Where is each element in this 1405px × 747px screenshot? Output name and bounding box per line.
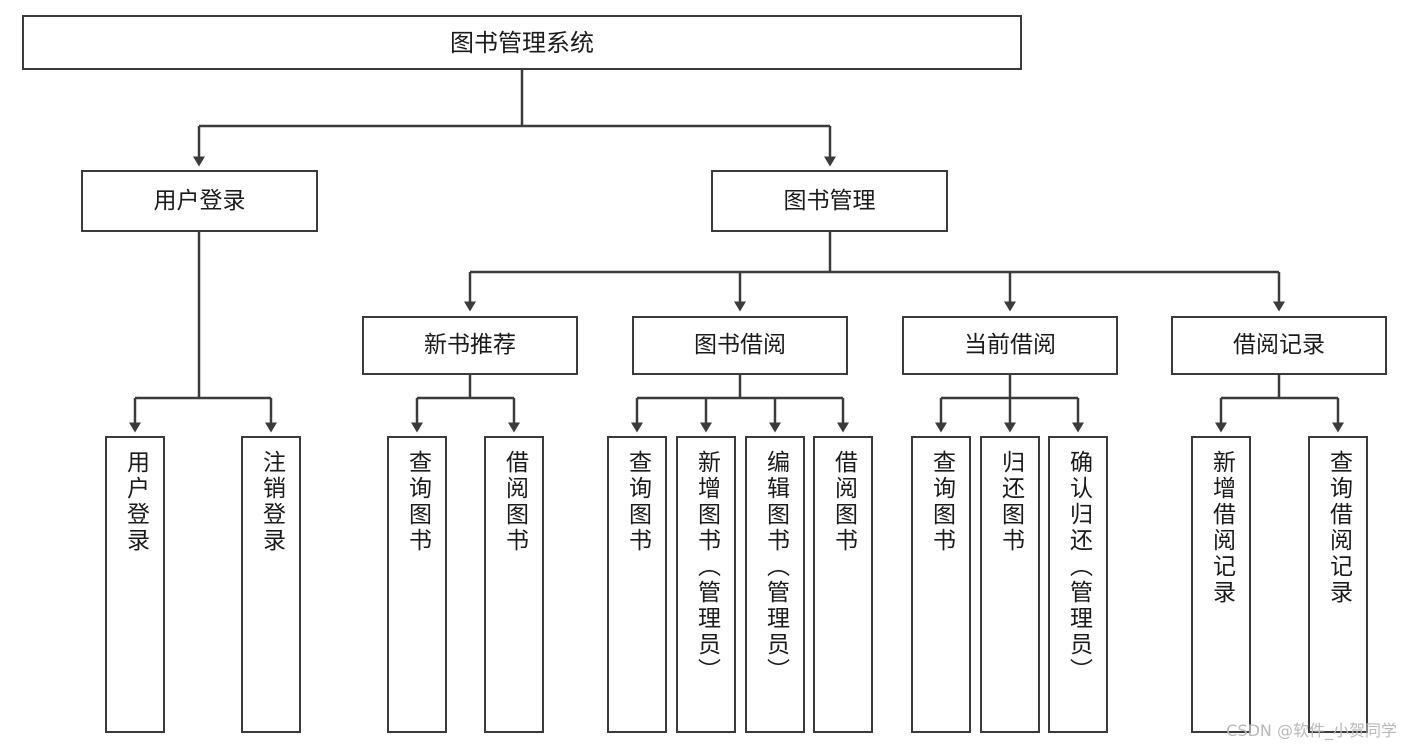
node-book-borrow[interactable]: 图书借阅 <box>632 316 848 375</box>
node-new-book-rec-label: 新书推荐 <box>424 332 516 359</box>
node-leaf-add-record[interactable]: 新增借阅记录 <box>1191 436 1251 733</box>
node-leaf-return-book-label: 归还图书 <box>997 450 1024 554</box>
node-book-borrow-label: 图书借阅 <box>694 332 786 359</box>
node-new-book-rec[interactable]: 新书推荐 <box>362 316 578 375</box>
node-leaf-logout-label: 注销登录 <box>258 450 285 554</box>
node-leaf-query-book-2-label: 查询图书 <box>624 450 651 554</box>
node-leaf-query-record[interactable]: 查询借阅记录 <box>1308 436 1368 733</box>
node-leaf-logout[interactable]: 注销登录 <box>241 436 301 733</box>
watermark-text: CSDN @软件_小贺同学 <box>1226 721 1397 740</box>
node-leaf-user-login[interactable]: 用户登录 <box>105 436 165 733</box>
node-user-login[interactable]: 用户登录 <box>81 170 318 232</box>
node-leaf-edit-book[interactable]: 编辑图书（管理员） <box>745 436 805 733</box>
node-leaf-edit-book-label: 编辑图书（管理员） <box>762 450 789 684</box>
node-book-manage-label: 图书管理 <box>783 187 876 214</box>
node-root[interactable]: 图书管理系统 <box>22 15 1022 70</box>
node-borrow-record-label: 借阅记录 <box>1233 332 1325 359</box>
node-leaf-confirm-return[interactable]: 确认归还（管理员） <box>1048 436 1108 733</box>
node-leaf-query-book-2[interactable]: 查询图书 <box>607 436 667 733</box>
node-leaf-add-book-label: 新增图书（管理员） <box>693 450 720 684</box>
node-root-label: 图书管理系统 <box>450 28 594 57</box>
node-leaf-query-book-3[interactable]: 查询图书 <box>911 436 971 733</box>
node-leaf-return-book[interactable]: 归还图书 <box>980 436 1040 733</box>
node-leaf-user-login-label: 用户登录 <box>122 450 149 554</box>
node-leaf-borrow-book-1-label: 借阅图书 <box>501 450 528 554</box>
node-leaf-query-record-label: 查询借阅记录 <box>1325 450 1352 606</box>
node-leaf-confirm-return-label: 确认归还（管理员） <box>1065 450 1092 684</box>
node-leaf-query-book-1-label: 查询图书 <box>404 450 431 554</box>
node-leaf-query-book-1[interactable]: 查询图书 <box>387 436 447 733</box>
node-leaf-add-record-label: 新增借阅记录 <box>1208 450 1235 606</box>
node-user-login-label: 用户登录 <box>153 187 246 214</box>
node-current-borrow[interactable]: 当前借阅 <box>902 316 1118 375</box>
node-current-borrow-label: 当前借阅 <box>964 332 1056 359</box>
node-book-manage[interactable]: 图书管理 <box>711 170 948 232</box>
node-leaf-borrow-book-2[interactable]: 借阅图书 <box>813 436 873 733</box>
node-leaf-query-book-3-label: 查询图书 <box>928 450 955 554</box>
node-borrow-record[interactable]: 借阅记录 <box>1171 316 1387 375</box>
node-leaf-borrow-book-1[interactable]: 借阅图书 <box>484 436 544 733</box>
node-leaf-borrow-book-2-label: 借阅图书 <box>830 450 857 554</box>
node-leaf-add-book[interactable]: 新增图书（管理员） <box>676 436 736 733</box>
